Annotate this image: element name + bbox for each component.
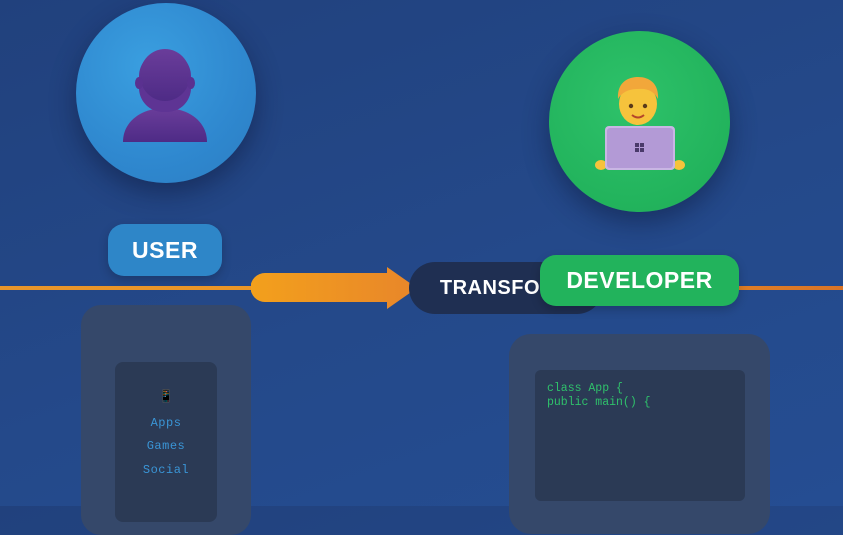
code-line-1: class App {: [547, 382, 623, 395]
code-line-2: public main() {: [547, 396, 651, 409]
arrow-right-icon: [251, 267, 417, 309]
menu-item-social[interactable]: Social: [142, 463, 190, 477]
phone-icon: 📱: [158, 389, 174, 403]
user-phone-screen: 📱 Apps Games Social: [115, 362, 217, 522]
user-silhouette-icon: [123, 49, 207, 142]
menu-item-apps[interactable]: Apps: [150, 416, 182, 430]
developer-label: DEVELOPER: [540, 255, 739, 306]
developer-laptop-icon: [595, 77, 685, 170]
user-label: USER: [108, 224, 222, 276]
code-editor: class App { public main() {: [535, 370, 745, 501]
developer-avatar: [549, 31, 730, 212]
menu-item-games[interactable]: Games: [146, 439, 186, 453]
user-avatar: [76, 3, 256, 183]
